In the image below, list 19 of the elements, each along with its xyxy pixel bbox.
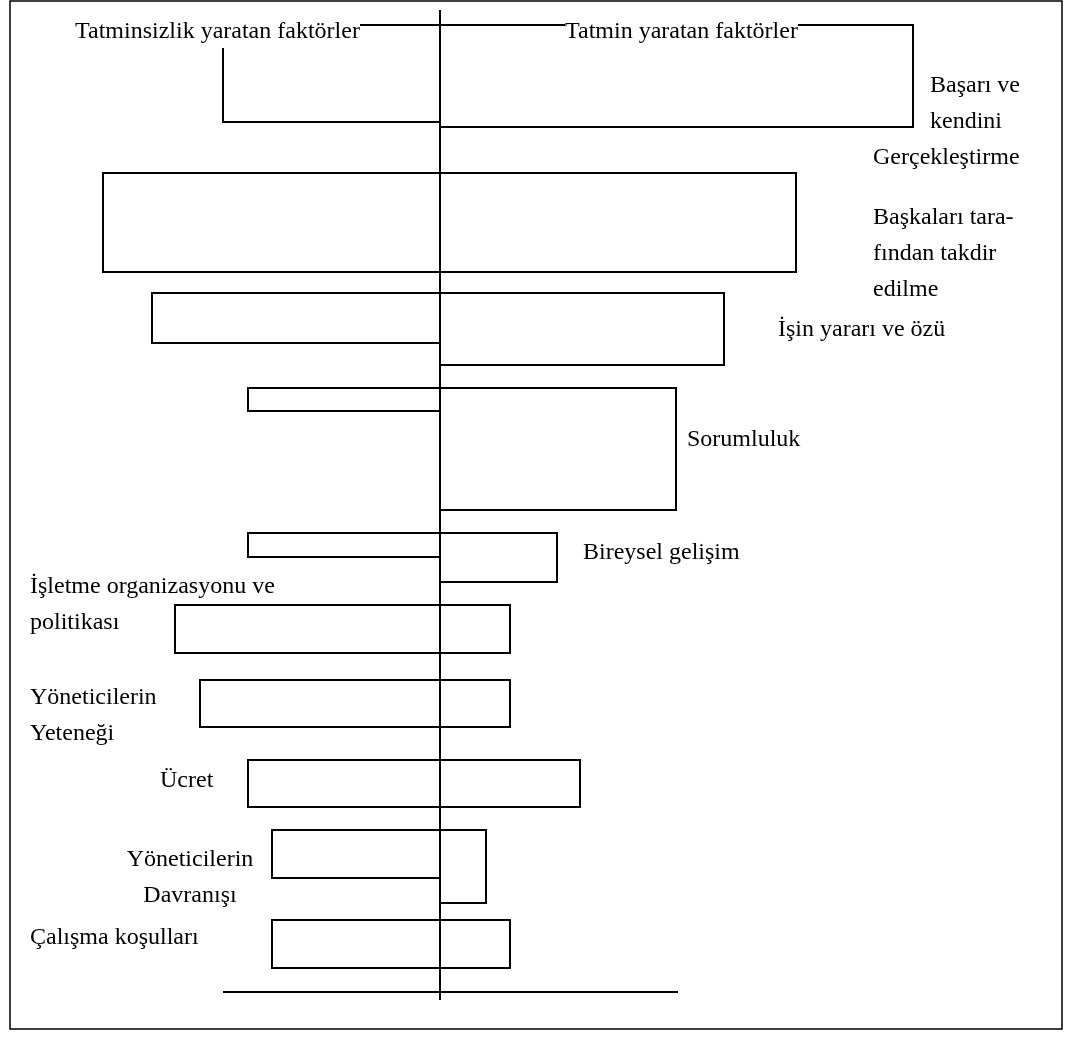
factor-label: Ücret <box>160 765 215 794</box>
factor-label: Başkaları tara-fından takdir edilme <box>873 202 1015 303</box>
factor-label: İşletme organizasyonu ve politikası <box>30 571 276 636</box>
factor-label: Çalışma koşulları <box>30 922 200 951</box>
bar <box>174 604 511 654</box>
factor-label: Sorumluluk <box>687 424 802 453</box>
bar <box>199 679 511 728</box>
bar <box>247 759 581 808</box>
factor-label: Başarı ve kendini Gerçekleştirme <box>873 70 1021 171</box>
factor-label: Bireysel gelişim <box>583 537 741 566</box>
factor-label: Yöneticilerin Yeteneği <box>30 682 158 747</box>
bar <box>271 829 487 904</box>
bar <box>102 172 797 273</box>
bar <box>271 919 511 969</box>
bar <box>247 387 677 511</box>
bar <box>247 532 558 583</box>
bar <box>151 292 725 366</box>
factor-label: Yöneticilerin Davranışı <box>125 844 255 909</box>
factor-label: İşin yararı ve özü <box>778 314 947 343</box>
